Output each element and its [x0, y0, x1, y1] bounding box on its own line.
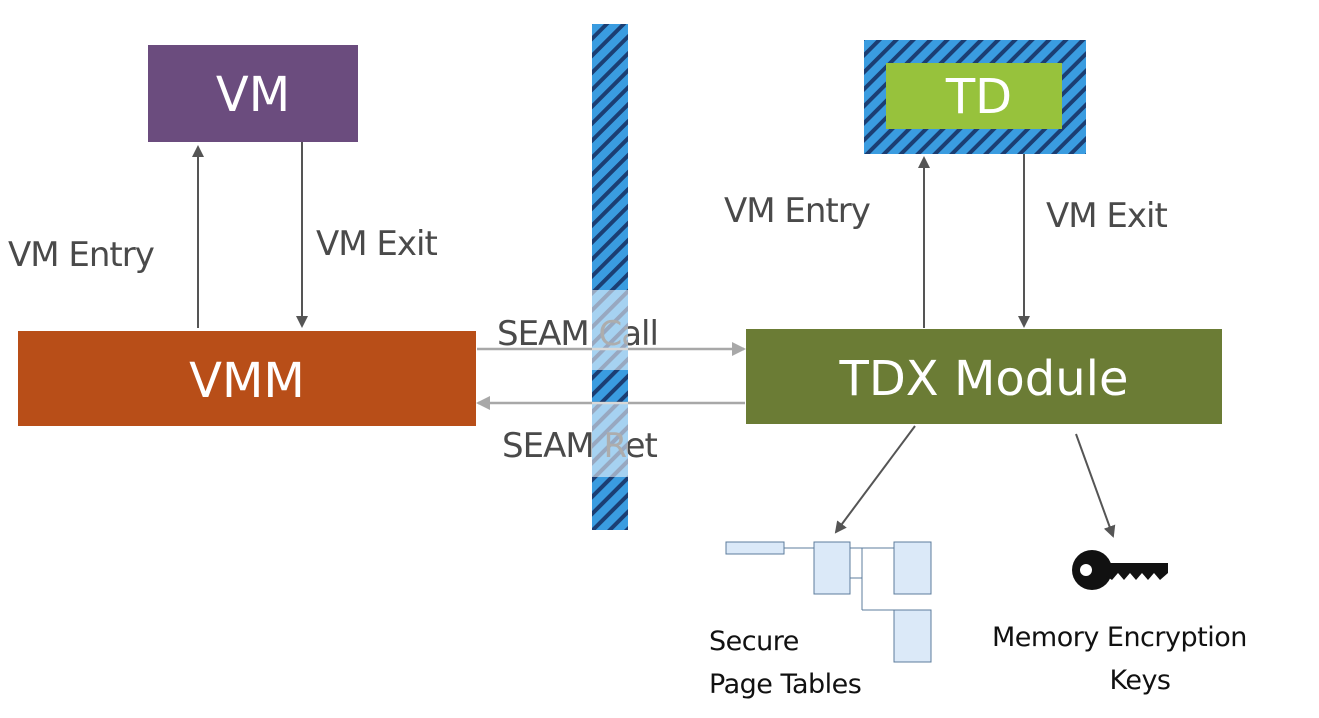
key-icon	[1072, 550, 1168, 590]
page-tables-icon	[725, 541, 932, 663]
tdx-module-node: TDX Module	[746, 329, 1222, 424]
barrier-label-overlay	[592, 402, 628, 477]
tdx-module-box	[746, 329, 1222, 424]
keys-arrow	[1075, 433, 1116, 538]
vmm-box	[18, 331, 476, 426]
td-node: TD	[864, 40, 1086, 154]
tdx-module-label: TDX Module	[839, 351, 1129, 407]
vmm-node: VMM	[18, 331, 476, 426]
barrier-label-overlay	[592, 290, 628, 370]
page-tables-arrow	[834, 425, 916, 534]
td-box	[886, 63, 1062, 129]
vm-exit-label-right: VM Exit	[1046, 196, 1167, 236]
vm-entry-label-left: VM Entry	[8, 235, 155, 275]
page-tables-caption-line1: Secure	[709, 626, 799, 657]
vm-node: VM	[148, 45, 358, 142]
keys-caption-line2: Keys	[1109, 665, 1170, 696]
vm-box	[148, 45, 358, 142]
seam-ret-label: SEAM Ret	[502, 426, 657, 466]
td-label: TD	[945, 69, 1012, 125]
vm-label: VM	[216, 67, 290, 123]
keys-caption-line1: Memory Encryption	[992, 622, 1247, 653]
vmm-label: VMM	[189, 353, 305, 409]
page-tables-caption-line2: Page Tables	[709, 669, 861, 700]
vm-exit-label-left: VM Exit	[316, 224, 437, 264]
seam-call-label: SEAM Call	[497, 314, 658, 354]
vm-entry-label-right: VM Entry	[724, 191, 871, 231]
